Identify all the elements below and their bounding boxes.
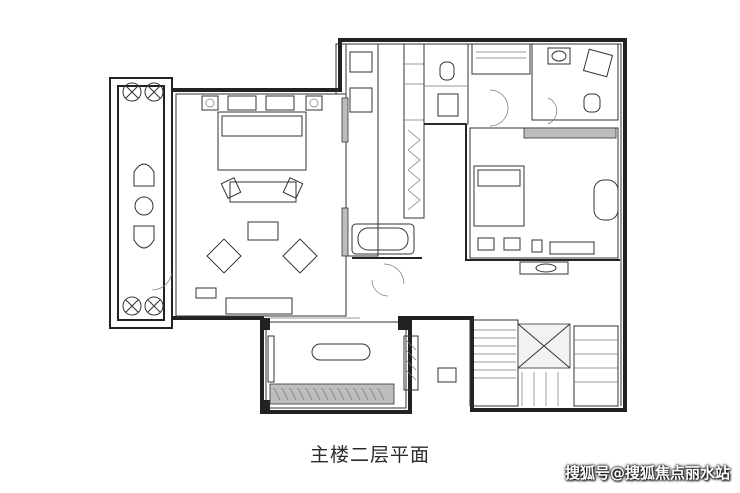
armchair [282, 238, 318, 274]
sink-icon [547, 47, 571, 65]
table-icon [134, 196, 154, 216]
coffee-table [247, 221, 279, 241]
balcony-furniture [122, 82, 164, 316]
closets [341, 43, 466, 259]
armchair [206, 238, 242, 274]
plan-title: 主楼二层平面 [309, 444, 430, 466]
toilet-icon [439, 61, 455, 81]
staircase [469, 319, 619, 407]
fan-icon [122, 82, 164, 316]
bathtub [351, 223, 415, 255]
floor-plan [109, 38, 627, 414]
balcony [109, 77, 173, 329]
toilet-icon [583, 93, 601, 113]
upper-bathrooms [423, 43, 619, 127]
bed [473, 165, 525, 227]
watermark: 搜狐号@搜狐焦点丽水站 [564, 464, 730, 482]
sofa [229, 181, 297, 203]
chair-icon [133, 163, 155, 187]
second-bedroom [465, 124, 620, 275]
lower-hall [260, 263, 472, 412]
bench [311, 343, 371, 361]
master-bedroom [151, 93, 347, 317]
bed [217, 111, 307, 171]
chair-icon [133, 225, 155, 249]
